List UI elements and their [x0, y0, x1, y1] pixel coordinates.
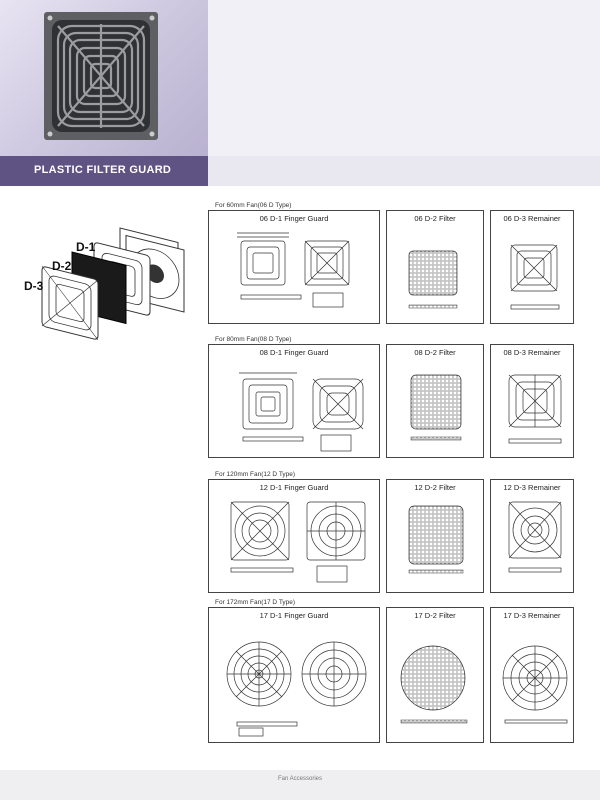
filter-drawing-icon [408, 250, 458, 309]
page-footer: Fan Accessories [0, 770, 600, 800]
panel-08-d1: 08 D-1 Finger Guard [208, 344, 380, 458]
finger-guard-drawing-icon [230, 501, 366, 583]
panel-06-d2: 06 D-2 Filter [386, 210, 484, 324]
panel-08-d3: 08 D-3 Remainer [490, 344, 574, 458]
section-title-60mm: For 60mm Fan(06 D Type) [215, 202, 292, 209]
panel-title: 12 D-1 Finger Guard [259, 483, 329, 492]
panel-title: 17 D-1 Finger Guard [259, 611, 329, 620]
panel-title: 17 D-2 Filter [414, 611, 456, 620]
assembly-drawing-icon [41, 227, 185, 341]
panel-17-d3: 17 D-3 Remainer [490, 607, 574, 743]
panel-title: 08 D-3 Remainer [503, 348, 561, 357]
filter-drawing-icon [408, 505, 464, 574]
panel-title: 08 D-2 Filter [414, 348, 456, 357]
title-band: PLASTIC FILTER GUARD [0, 156, 208, 186]
retainer-drawing-icon [502, 645, 568, 724]
panel-08-d2: 08 D-2 Filter [386, 344, 484, 458]
panel-title: 06 D-2 Filter [414, 214, 456, 223]
panel-title: 06 D-3 Remainer [503, 214, 561, 223]
panel-12-d3: 12 D-3 Remainer [490, 479, 574, 593]
panel-title: 06 D-1 Finger Guard [259, 214, 329, 223]
label-d3: D-3 [24, 279, 44, 293]
filter-drawing-icon [410, 374, 462, 441]
panel-06-d1: 06 D-1 Finger Guard [208, 210, 380, 324]
product-photo [0, 0, 208, 156]
section-title-120mm: For 120mm Fan(12 D Type) [215, 471, 296, 478]
panel-title: 12 D-2 Filter [414, 483, 456, 492]
filter-drawing-icon [400, 645, 468, 724]
footer-text: Fan Accessories [277, 776, 323, 782]
filter-guard-photo-icon [44, 12, 158, 140]
retainer-drawing-icon [508, 501, 562, 573]
section-title-80mm: For 80mm Fan(08 D Type) [215, 336, 292, 343]
finger-guard-drawing-icon [237, 232, 350, 308]
panel-title: 12 D-3 Remainer [503, 483, 561, 492]
panel-12-d1: 12 D-1 Finger Guard [208, 479, 380, 593]
panel-06-d3: 06 D-3 Remainer [490, 210, 574, 324]
panel-12-d2: 12 D-2 Filter [386, 479, 484, 593]
panel-title: 17 D-3 Remainer [503, 611, 561, 620]
panel-17-d1: 17 D-1 Finger Guard [208, 607, 380, 743]
label-d2: D-2 [52, 259, 72, 273]
title-band-extension [208, 156, 600, 186]
panel-title: 08 D-1 Finger Guard [259, 348, 329, 357]
retainer-drawing-icon [508, 374, 562, 444]
retainer-drawing-icon [510, 244, 560, 310]
exploded-assembly [20, 222, 200, 352]
header-background [208, 0, 600, 156]
panel-17-d2: 17 D-2 Filter [386, 607, 484, 743]
finger-guard-drawing-icon [226, 641, 367, 737]
page-title: PLASTIC FILTER GUARD [34, 164, 172, 176]
label-d1: D-1 [76, 240, 96, 254]
section-title-172mm: For 172mm Fan(17 D Type) [215, 599, 296, 606]
finger-guard-drawing-icon [239, 372, 364, 452]
